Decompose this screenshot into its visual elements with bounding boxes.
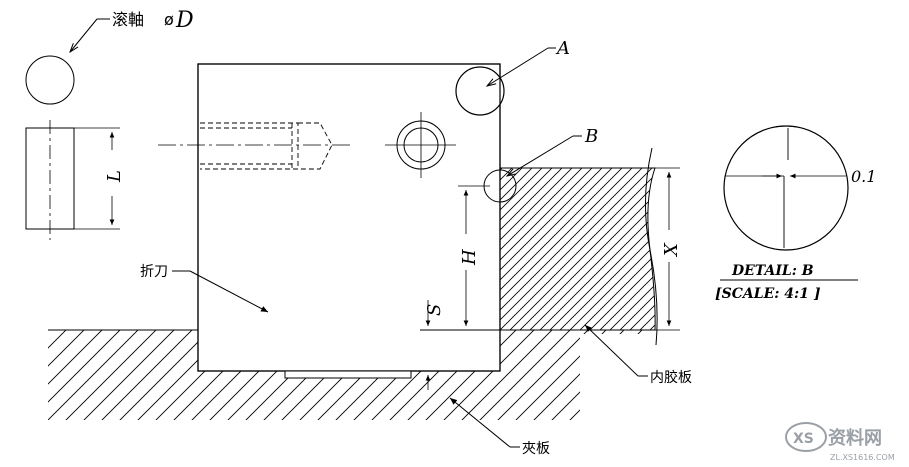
inner-plate-label: 内胶板 [650,369,692,386]
bending-knife-body [197,63,501,372]
roller-circle [25,55,75,105]
bending-knife-label: 折刀 [140,264,168,280]
detail-scale: [SCALE: 4:1 ] [715,286,821,302]
diameter-symbol: ø [164,10,174,29]
inner-plate [499,167,656,331]
watermark-logo: XS 资料网 ZL.XS1616.COM [785,422,895,462]
svg-text:XS: XS [793,431,814,447]
dim-s-label: S [424,304,445,316]
clamp-plate-leader [449,397,511,448]
clamp-plate-label: 夾板 [522,441,550,457]
roller-a-circle [455,66,505,116]
detail-title: DETAIL: B [731,263,814,279]
dim-l-label: L [104,170,125,183]
roller-shaft-label: 滚軸 [112,10,144,29]
detail-b-view [723,125,849,251]
point-a-label: A [555,38,570,59]
diameter-variable: D [175,8,194,33]
bending-knife-leader [189,270,269,313]
detail-value: 0.1 [851,167,876,186]
hidden-screw-hole [200,122,333,170]
watermark-brand: 资料网 [828,427,882,449]
dim-x-label: X [661,242,682,258]
dim-h-label: H [459,249,480,266]
roller-leader [70,18,98,52]
watermark-url: ZL.XS1616.COM [830,453,895,462]
point-b-label: B [584,126,598,147]
inner-plate-leader [584,324,639,377]
